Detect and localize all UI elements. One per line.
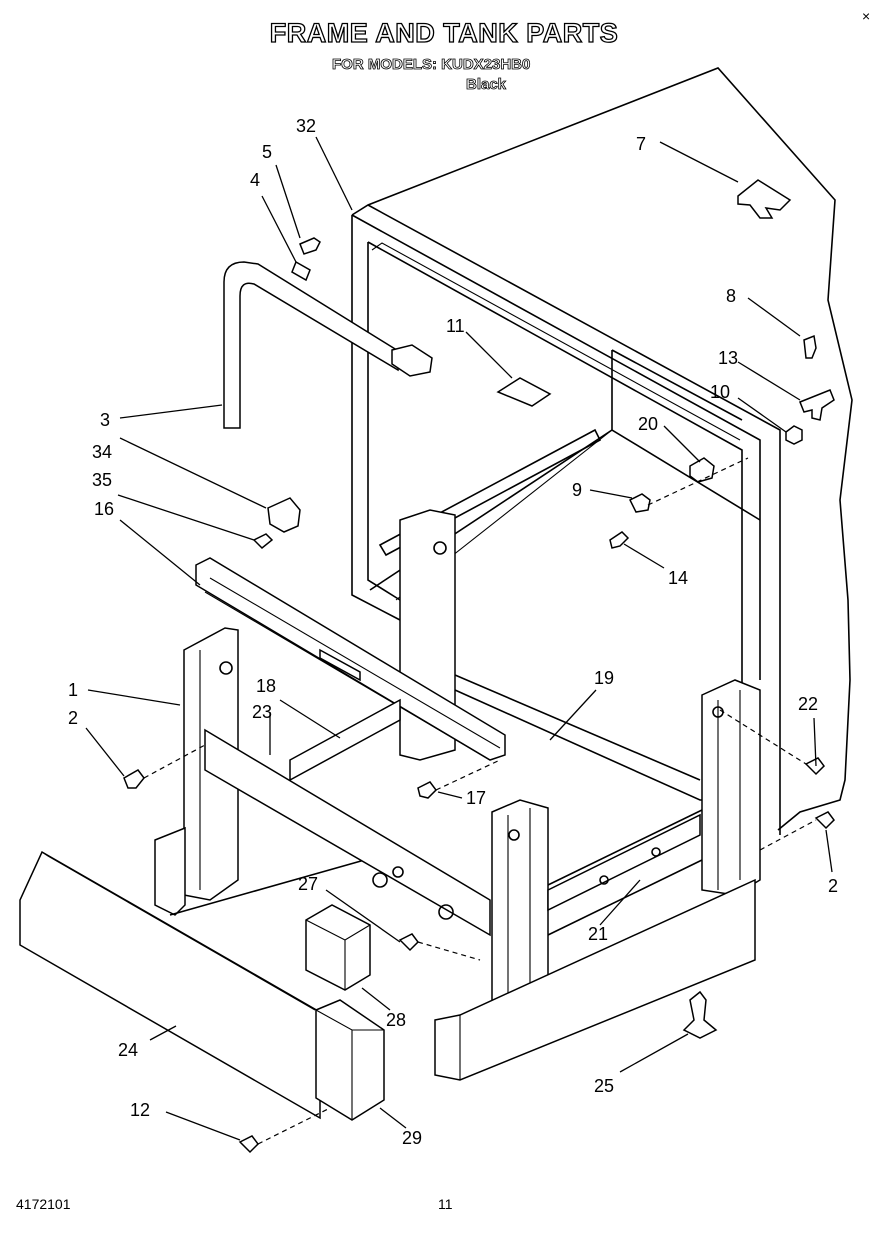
callout-9: 9 bbox=[572, 480, 582, 500]
part-29-insulation bbox=[315, 999, 385, 1121]
part-17-screw bbox=[417, 781, 437, 799]
part-12-screw bbox=[238, 1135, 259, 1154]
part-35-screw bbox=[252, 533, 274, 550]
callout-3: 3 bbox=[100, 410, 110, 430]
part-28-box bbox=[305, 904, 371, 991]
callout-16: 16 bbox=[94, 499, 114, 519]
callout-2-right: 2 bbox=[828, 876, 838, 896]
models-line: FOR MODELS: KUDX23HB0 bbox=[332, 56, 531, 74]
callout-2-left: 2 bbox=[68, 708, 78, 728]
part-4-clip bbox=[291, 260, 311, 282]
part-10-nut bbox=[785, 425, 803, 445]
callout-32: 32 bbox=[296, 116, 316, 136]
callout-29: 29 bbox=[402, 1128, 422, 1148]
callout-25: 25 bbox=[594, 1076, 614, 1096]
callout-23: 23 bbox=[252, 702, 272, 722]
callout-11: 11 bbox=[446, 316, 465, 336]
callout-19: 19 bbox=[594, 668, 614, 688]
part-18-panel bbox=[289, 698, 401, 782]
callout-4: 4 bbox=[250, 170, 260, 190]
callout-8: 8 bbox=[726, 286, 736, 306]
part-27-screw bbox=[398, 933, 419, 952]
callout-1: 1 bbox=[68, 680, 78, 700]
callout-14: 14 bbox=[668, 568, 688, 588]
callout-34: 34 bbox=[92, 442, 112, 462]
diagram-title: FRAME AND TANK PARTS bbox=[269, 17, 619, 48]
callout-7: 7 bbox=[636, 134, 646, 154]
part-7-bracket bbox=[737, 179, 792, 219]
part-22-screw bbox=[804, 757, 825, 776]
part-34-clip bbox=[267, 497, 301, 533]
callout-17: 17 bbox=[466, 788, 486, 808]
part-9-bolt bbox=[628, 493, 651, 513]
callout-18: 18 bbox=[256, 676, 276, 696]
part-14-screw bbox=[609, 531, 630, 549]
document-number: 4172101 bbox=[16, 1196, 71, 1212]
part-20-spacer bbox=[689, 457, 715, 483]
callout-27: 27 bbox=[298, 874, 318, 894]
color-line: Black bbox=[466, 76, 507, 94]
part-16-rail bbox=[195, 557, 506, 761]
part-2-screw-left bbox=[123, 769, 145, 789]
callout-21: 21 bbox=[588, 924, 608, 944]
callout-35: 35 bbox=[92, 470, 112, 490]
callout-13: 13 bbox=[718, 348, 738, 368]
callout-labels: 1 2 2 3 4 5 7 8 9 10 11 12 13 14 16 17 1… bbox=[68, 116, 838, 1148]
callout-28: 28 bbox=[386, 1010, 406, 1030]
part-23-crossmember bbox=[204, 728, 491, 937]
part-3-gasket bbox=[223, 261, 401, 429]
callout-20: 20 bbox=[638, 414, 658, 434]
callout-12: 12 bbox=[130, 1100, 150, 1120]
callout-24: 24 bbox=[118, 1040, 138, 1060]
part-13-bracket bbox=[799, 389, 835, 421]
corner-mark: × bbox=[862, 8, 871, 24]
part-2-screw-right bbox=[814, 811, 835, 830]
callout-5: 5 bbox=[262, 142, 272, 162]
callout-22: 22 bbox=[798, 694, 818, 714]
page-number: 11 bbox=[438, 1196, 453, 1212]
part-25-leveling-leg bbox=[682, 990, 718, 1039]
part-8-screw bbox=[803, 334, 817, 359]
callout-10: 10 bbox=[710, 382, 730, 402]
part-11-clip bbox=[496, 377, 552, 407]
part-5-plug bbox=[299, 237, 321, 255]
part-4-end-block bbox=[391, 344, 433, 377]
